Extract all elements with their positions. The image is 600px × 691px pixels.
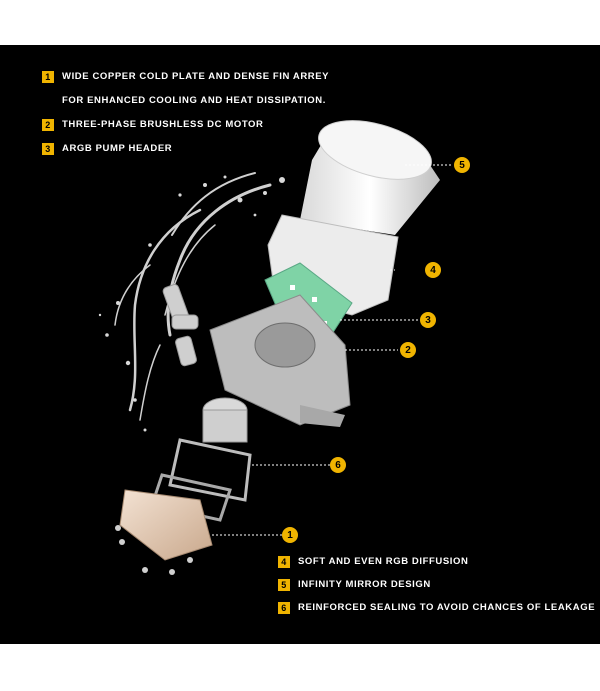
feature-1: 1 WIDE COPPER COLD PLATE AND DENSE FIN A… <box>42 65 329 113</box>
feature-5: 5 INFINITY MIRROR DESIGN <box>278 573 431 597</box>
feature-badge: 1 <box>42 71 54 83</box>
motor <box>202 397 248 443</box>
feature-3: 3 ARGB PUMP HEADER <box>42 137 172 161</box>
pump-exploded-illustration <box>98 120 452 575</box>
feature-badge: 4 <box>278 556 290 568</box>
water-droplets <box>98 175 285 432</box>
feature-text: SOFT AND EVEN RGB DIFFUSION <box>298 550 469 574</box>
feature-badge: 5 <box>278 579 290 591</box>
callout-5: 5 <box>454 157 470 173</box>
feature-line: ARGB PUMP HEADER <box>62 143 173 154</box>
feature-badge: 2 <box>42 119 54 131</box>
feature-line: SOFT AND EVEN RGB DIFFUSION <box>298 556 469 567</box>
callout-2: 2 <box>400 342 416 358</box>
tube-fittings <box>162 284 199 367</box>
feature-text: REINFORCED SEALING TO AVOID CHANCES OF L… <box>298 596 595 620</box>
feature-line: FOR ENHANCED COOLING AND HEAT DISSIPATIO… <box>62 95 326 106</box>
feature-text: ARGB PUMP HEADER <box>62 137 172 161</box>
feature-text: THREE-PHASE BRUSHLESS DC MOTOR <box>62 113 264 137</box>
callout-leaders <box>212 164 452 536</box>
feature-text: INFINITY MIRROR DESIGN <box>298 573 431 597</box>
feature-6: 6 REINFORCED SEALING TO AVOID CHANCES OF… <box>278 596 595 620</box>
feature-2: 2 THREE-PHASE BRUSHLESS DC MOTOR <box>42 113 264 137</box>
product-panel: 5 4 3 2 6 1 1 WIDE COPPER COLD PLATE AND… <box>0 45 600 644</box>
water-splash <box>114 172 272 421</box>
copper-cold-plate <box>119 489 213 561</box>
feature-line: INFINITY MIRROR DESIGN <box>298 579 431 590</box>
feature-line: REINFORCED SEALING TO AVOID CHANCES OF L… <box>298 602 596 613</box>
feature-line: THREE-PHASE BRUSHLESS DC MOTOR <box>62 119 264 130</box>
feature-4: 4 SOFT AND EVEN RGB DIFFUSION <box>278 550 469 574</box>
infinity-mirror-cap <box>300 120 440 235</box>
screws <box>115 525 193 575</box>
feature-badge: 3 <box>42 143 54 155</box>
callout-1: 1 <box>282 527 298 543</box>
callout-6: 6 <box>330 457 346 473</box>
feature-line: WIDE COPPER COLD PLATE AND DENSE FIN ARR… <box>62 71 330 82</box>
pump-housing <box>209 294 351 427</box>
feature-text: WIDE COPPER COLD PLATE AND DENSE FIN ARR… <box>62 65 329 113</box>
callout-4: 4 <box>425 262 441 278</box>
callout-3: 3 <box>420 312 436 328</box>
feature-badge: 6 <box>278 602 290 614</box>
